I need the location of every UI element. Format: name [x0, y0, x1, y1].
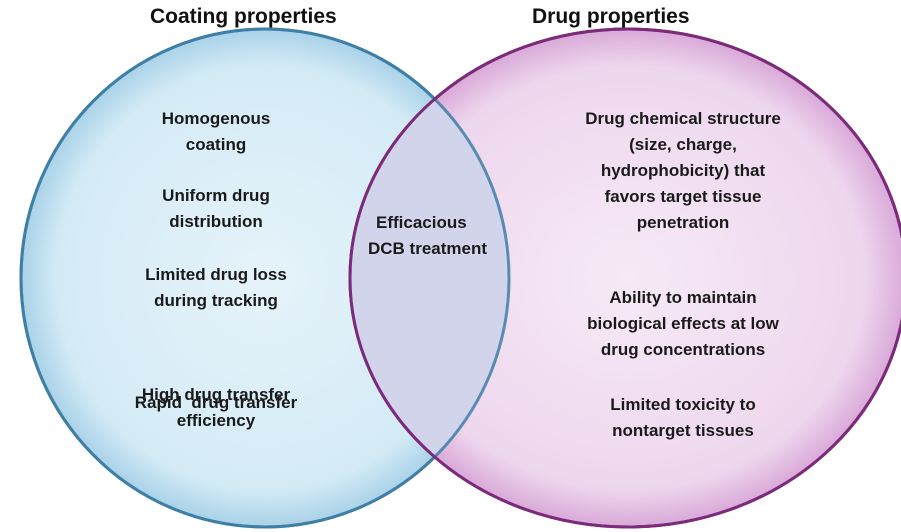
drug-item-line: biological effects at low	[587, 314, 779, 333]
coating-item-homogenous: Homogenous coating	[116, 106, 316, 158]
coating-item-line: coating	[185, 135, 247, 154]
coating-properties-title: Coating properties	[150, 5, 337, 28]
drug-item-line: nontarget tissues	[612, 421, 754, 440]
coating-item-line: Homogenous	[161, 109, 271, 128]
coating-item-uniform: Uniform drug distribution	[116, 183, 316, 235]
drug-item-line: hydrophobicity) that	[600, 161, 766, 180]
drug-item-chemical-structure: Drug chemical structure (size, charge, h…	[558, 106, 808, 236]
drug-circle-outline	[348, 27, 901, 529]
coating-item-efficiency: High drug transfer efficiency	[106, 382, 326, 434]
overlap-item-line: Efficacious	[376, 213, 467, 232]
drug-item-line: Ability to maintain	[609, 288, 757, 307]
coating-item-rapid-transfer: Rapid drug transfer	[106, 338, 326, 442]
overlap-item-efficacious: Efficacious DCB treatment	[368, 210, 538, 262]
coating-circle-outline	[19, 27, 511, 529]
overlap-item-line: DCB treatment	[368, 239, 488, 258]
drug-item-line: (size, charge,	[629, 135, 737, 154]
coating-item-line: Uniform drug	[162, 186, 270, 205]
drug-item-limited-toxicity: Limited toxicity to nontarget tissues	[568, 392, 798, 444]
drug-properties-title: Drug properties	[532, 5, 690, 28]
coating-item-line: during tracking	[154, 291, 278, 310]
drug-item-biological-effects: Ability to maintain biological effects a…	[558, 285, 808, 363]
coating-item-line: efficiency	[176, 411, 256, 430]
coating-item-line: Limited drug loss	[145, 265, 287, 284]
coating-item-line: Rapid drug transfer	[134, 393, 298, 412]
coating-item-line: High drug transfer	[141, 385, 291, 404]
drug-item-line: Limited toxicity to	[610, 395, 756, 414]
drug-item-line: drug concentrations	[600, 340, 766, 359]
coating-item-limited-loss: Limited drug loss during tracking	[106, 262, 326, 314]
drug-item-line: penetration	[636, 213, 730, 232]
coating-item-line: distribution	[169, 212, 263, 231]
drug-item-line: Drug chemical structure	[585, 109, 781, 128]
drug-item-line: favors target tissue	[604, 187, 762, 206]
